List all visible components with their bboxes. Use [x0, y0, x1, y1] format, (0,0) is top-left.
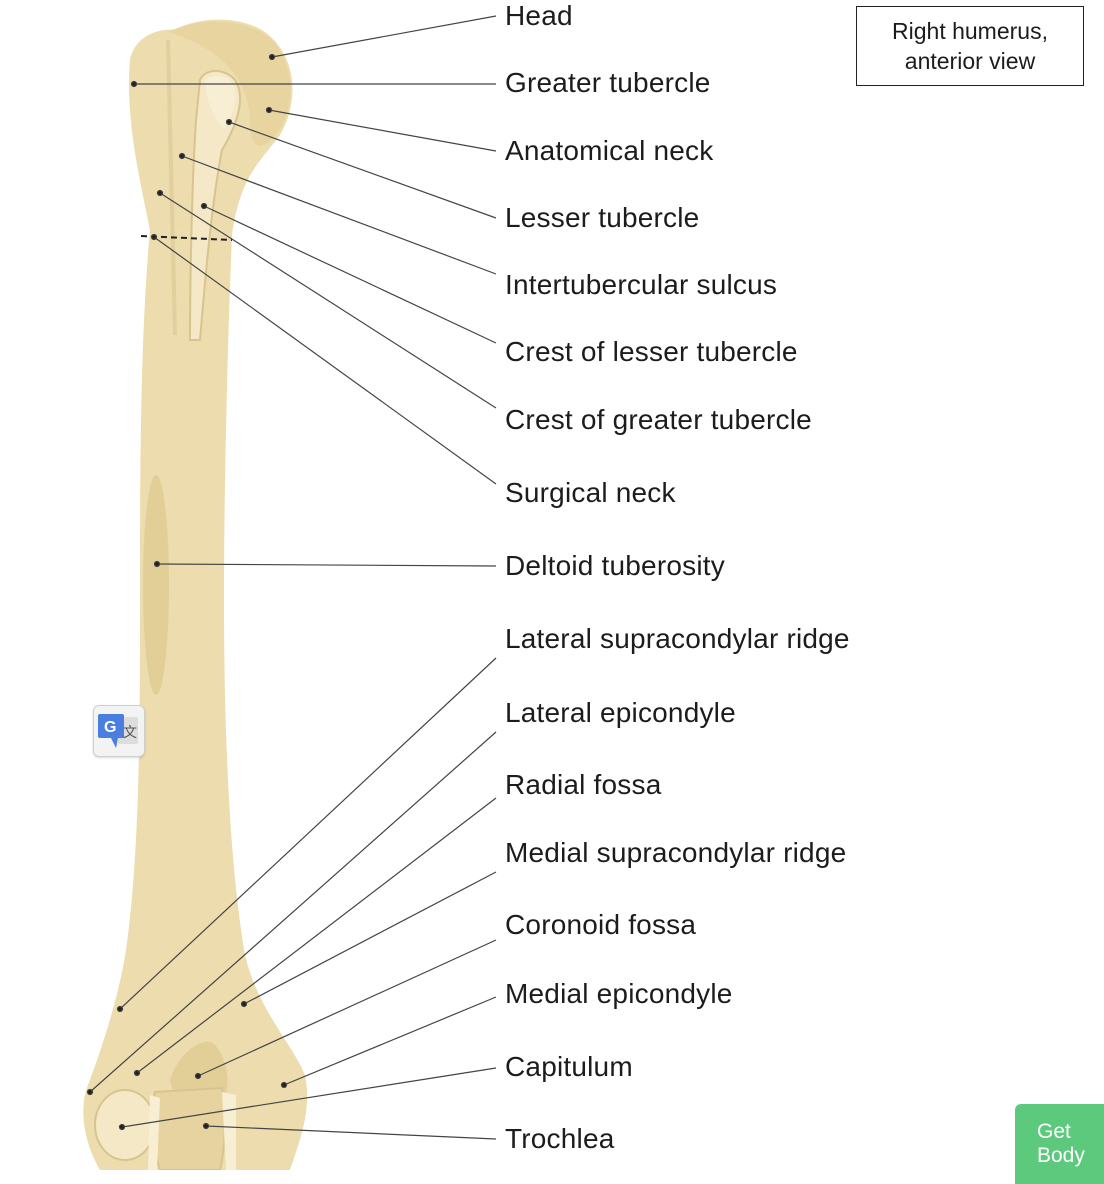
label-medial-epicondyle: Medial epicondyle — [505, 978, 733, 1009]
capitulum-shape — [94, 1089, 156, 1161]
view-title-box: Right humerus, anterior view — [856, 6, 1084, 86]
label-coronoid-fossa: Coronoid fossa — [505, 909, 697, 940]
label-crest-of-lesser-tubercle: Crest of lesser tubercle — [505, 336, 798, 367]
label-lateral-epicondyle: Lateral epicondyle — [505, 697, 736, 728]
view-title-line2: anterior view — [904, 48, 1036, 74]
label-head: Head — [505, 0, 573, 31]
label-anatomical-neck: Anatomical neck — [505, 135, 714, 166]
label-capitulum: Capitulum — [505, 1051, 633, 1082]
label-crest-of-greater-tubercle: Crest of greater tubercle — [505, 404, 812, 435]
lesser-tubercle-shape — [205, 75, 236, 128]
google-translate-button[interactable]: 文 G — [93, 705, 145, 757]
view-title-line1: Right humerus, — [892, 18, 1048, 44]
deltoid-tuberosity-shape — [143, 475, 169, 695]
label-lesser-tubercle: Lesser tubercle — [505, 202, 700, 233]
svg-text:文: 文 — [123, 725, 137, 741]
label-trochlea: Trochlea — [505, 1123, 615, 1154]
leader-lines — [86, 15, 497, 1140]
google-translate-icon: 文 G — [98, 714, 138, 748]
label-medial-supracondylar-ridge: Medial supracondylar ridge — [505, 837, 847, 868]
humerus-bone-shaft — [83, 230, 308, 1170]
label-surgical-neck: Surgical neck — [505, 477, 676, 508]
get-body-button[interactable]: Get Body — [1015, 1104, 1104, 1184]
label-intertubercular-sulcus: Intertubercular sulcus — [505, 269, 778, 300]
cta-line1: Get — [1037, 1120, 1071, 1143]
label-deltoid-tuberosity: Deltoid tuberosity — [505, 550, 725, 581]
trochlea-shape — [151, 1086, 226, 1170]
coronoid-fossa-shape — [170, 1041, 228, 1098]
label-lateral-supracondylar-ridge: Lateral supracondylar ridge — [505, 623, 850, 654]
label-radial-fossa: Radial fossa — [505, 769, 662, 800]
label-greater-tubercle: Greater tubercle — [505, 67, 711, 98]
svg-text:G: G — [104, 719, 116, 736]
cta-line2: Body — [1037, 1144, 1085, 1167]
humerus-head — [168, 21, 291, 146]
